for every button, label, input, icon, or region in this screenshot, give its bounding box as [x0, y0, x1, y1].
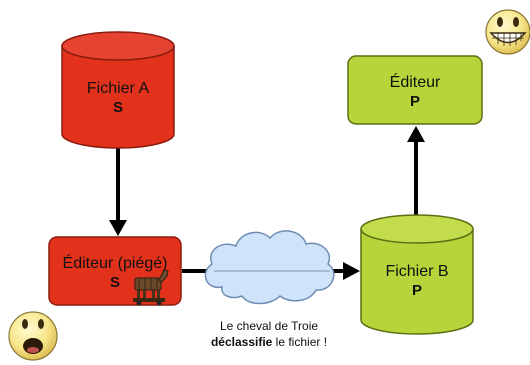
- caption-bold-word: déclassifie: [211, 335, 273, 349]
- file-a-cylinder: Fichier A S: [61, 31, 175, 149]
- grinning-smiley-icon: [485, 9, 530, 55]
- file-a-level: S: [113, 99, 123, 116]
- editor-box: Éditeur P: [347, 55, 483, 125]
- caption-line-1: Le cheval de Troie: [220, 319, 318, 333]
- editor-title: Éditeur: [390, 72, 441, 91]
- cloud: [204, 230, 335, 305]
- file-b-level: P: [412, 282, 422, 299]
- caption-rest: le fichier !: [272, 335, 327, 349]
- file-a-title: Fichier A: [87, 80, 150, 97]
- arrow-filea-to-editor-trapped: [109, 148, 127, 236]
- file-b-title: Fichier B: [385, 263, 448, 280]
- editor-trapped-level: S: [110, 274, 120, 291]
- editor-level: P: [410, 93, 420, 110]
- caption-line-2: déclassifie le fichier !: [211, 335, 327, 349]
- trojan-horse-icon: [133, 269, 169, 306]
- arrow-fileb-to-editor: [407, 126, 425, 215]
- shocked-smiley-icon: [8, 311, 58, 361]
- editor-trapped-box: Éditeur (piégé) S: [48, 236, 182, 306]
- editor-trapped-title: Éditeur (piégé): [63, 253, 168, 272]
- file-b-cylinder: Fichier B P: [360, 214, 474, 335]
